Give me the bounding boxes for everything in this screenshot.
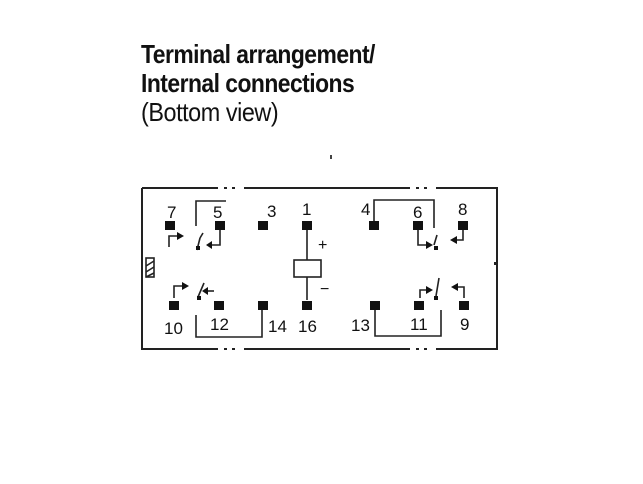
diagram-heading: Terminal arrangement/ Internal connectio… xyxy=(141,40,407,127)
pad-12 xyxy=(214,301,224,310)
coil-minus-sign: − xyxy=(320,281,329,298)
coil xyxy=(293,228,322,300)
pad-1 xyxy=(302,221,312,230)
contact-dot xyxy=(434,296,438,300)
left-upper-contacts xyxy=(168,200,226,251)
pad-16 xyxy=(302,301,312,310)
outline-gaps xyxy=(224,187,497,350)
contact-dot xyxy=(197,296,201,300)
left-lower-contacts xyxy=(173,282,263,338)
right-upper-arrows xyxy=(426,236,457,249)
label-14: 14 xyxy=(268,317,287,336)
orientation-mark xyxy=(145,257,155,278)
label-3: 3 xyxy=(267,202,276,221)
label-1: 1 xyxy=(302,200,311,219)
relay-outline xyxy=(141,187,498,350)
terminal-pads xyxy=(165,221,469,310)
heading-line-2: Internal connections xyxy=(141,68,355,98)
pad-3 xyxy=(258,221,268,230)
pad-10 xyxy=(169,301,179,310)
label-16: 16 xyxy=(298,317,317,336)
right-lower-arrows xyxy=(426,283,458,294)
label-6: 6 xyxy=(413,203,422,222)
contact-dot xyxy=(434,246,438,250)
pad-13 xyxy=(370,301,380,310)
pad-8 xyxy=(458,221,468,230)
label-7: 7 xyxy=(167,203,176,222)
label-10: 10 xyxy=(164,319,183,338)
left-upper-arrows xyxy=(177,232,212,249)
label-12: 12 xyxy=(210,315,229,334)
label-8: 8 xyxy=(458,200,467,219)
pad-14 xyxy=(258,301,268,310)
top-mark xyxy=(330,155,332,159)
pad-11 xyxy=(414,301,424,310)
pad-4 xyxy=(369,221,379,230)
left-lower-arrows xyxy=(182,282,208,295)
heading-line-1: Terminal arrangement/ xyxy=(141,39,375,69)
coil-plus-sign: + xyxy=(318,237,327,254)
label-11: 11 xyxy=(410,315,428,334)
contact-dot xyxy=(196,246,200,250)
label-4: 4 xyxy=(361,200,370,219)
label-13: 13 xyxy=(351,316,370,335)
pad-6 xyxy=(413,221,423,230)
heading-line-3: (Bottom view) xyxy=(141,97,279,127)
pad-7 xyxy=(165,221,175,230)
pad-5 xyxy=(215,221,225,230)
label-5: 5 xyxy=(213,203,222,222)
pad-9 xyxy=(459,301,469,310)
right-lower-contacts xyxy=(374,277,465,337)
label-9: 9 xyxy=(460,315,469,334)
